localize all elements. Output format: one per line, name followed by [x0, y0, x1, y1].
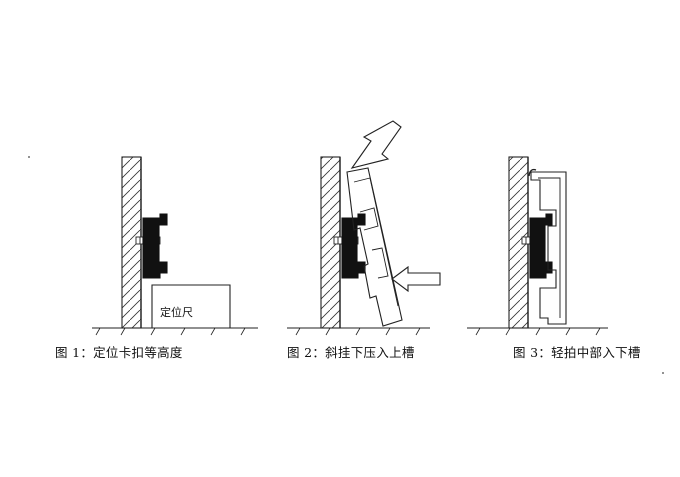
positioning-ruler — [151, 284, 231, 328]
clip-bracket — [529, 213, 553, 279]
figure-2 — [287, 120, 441, 336]
figure-1 — [92, 156, 258, 336]
clip-bracket — [341, 213, 366, 279]
figure-3 — [467, 156, 608, 336]
figure-2-caption: 图 2：斜挂下压入上槽 — [287, 345, 415, 360]
stray-dot — [28, 156, 30, 158]
press-arrow-top — [350, 120, 402, 169]
floor-hatch — [95, 327, 246, 336]
skirting-board-installed — [530, 171, 567, 325]
stray-dot — [662, 372, 664, 374]
clip-bracket — [142, 213, 168, 279]
press-arrow-side — [391, 265, 441, 293]
figure-1-caption: 图 1：定位卡扣等高度 — [55, 345, 183, 360]
figure-3-caption: 图 3：轻拍中部入下槽 — [513, 345, 641, 360]
ruler-label: 定位尺 — [160, 306, 193, 319]
top-hook — [528, 168, 537, 177]
skirting-board-tilted — [346, 167, 403, 327]
